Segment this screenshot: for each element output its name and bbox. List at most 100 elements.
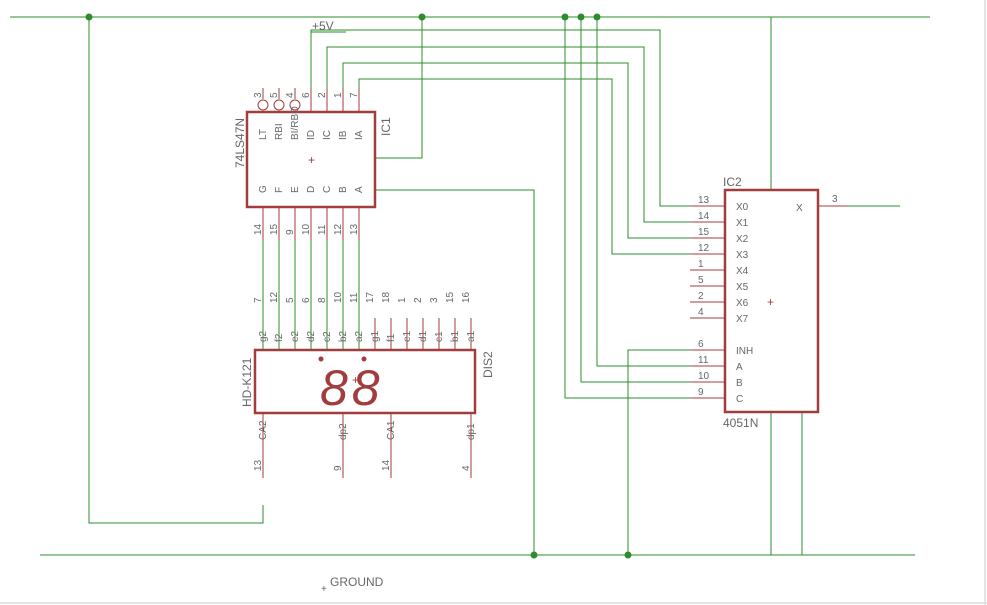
junction-dot [561, 13, 569, 21]
ic2-name: IC2 [723, 175, 742, 189]
dis2-pin-label: dp2 [338, 423, 349, 440]
dis2-pin-label: a1 [466, 330, 477, 342]
ic1-pin-label: B [338, 186, 349, 193]
inverter-bubble-icon [273, 99, 285, 111]
ground-origin-cross: + [321, 584, 327, 595]
ic1-74ls47[interactable]: 74LS47N IC1 + 3LT5RBI4BI/RBO6ID2IC1IB7IA… [233, 88, 393, 240]
wires [10, 16, 930, 556]
wire-inh-ground [627, 349, 695, 555]
dis2-pin-number: 18 [381, 291, 392, 303]
junction-dot [593, 13, 601, 21]
ic1-pin-number: 7 [349, 92, 360, 98]
ic2-pin-label: X6 [736, 298, 749, 309]
dis2-pin-number: 12 [269, 291, 280, 303]
dis2-pin-label: a2 [354, 330, 365, 342]
ic2-pin-label: X3 [736, 250, 749, 261]
dis2-pin-label: c1 [434, 331, 445, 342]
dis2-pin-number: 10 [333, 291, 344, 303]
ic2-pin-number: 10 [698, 371, 710, 382]
inverter-bubble-icon [289, 99, 301, 111]
decimal-point-1 [318, 356, 324, 362]
ic2-pin-number: 1 [698, 259, 704, 270]
ic1-pin-label: A [354, 186, 365, 193]
ic2-pin-number: 12 [698, 243, 710, 254]
ic2-pin-label: INH [736, 346, 753, 357]
ic2-value: 4051N [723, 416, 758, 430]
dis2-pin-number: 13 [253, 459, 264, 471]
dis2-pin-label: b1 [450, 330, 461, 342]
ic1-pin-label: F [274, 187, 285, 193]
ic1-pin-label: D [306, 186, 317, 193]
dis2-value: HD-K121 [240, 357, 254, 407]
dis2-top-pins: 7g212f25e26d28c210b211a217g118f11e12d13c… [253, 291, 477, 350]
ic2-origin-cross: + [767, 295, 774, 309]
ic1-pin-number: 10 [301, 223, 312, 235]
dis2-pin-label: b2 [338, 330, 349, 342]
ic2-pin-number: 2 [698, 291, 704, 302]
ic1-pin-label: BI/RBO [290, 106, 301, 140]
ic2-body [723, 188, 820, 414]
ic1-pin-label: LT [258, 129, 269, 140]
dis2-pin-label: f1 [386, 333, 397, 342]
ic2-pin-number: 6 [698, 339, 704, 350]
dis2-pin-label: d1 [418, 330, 429, 342]
decimal-point-2 [361, 356, 367, 362]
dis2-pin-number: 2 [413, 297, 424, 303]
ic1-name: IC1 [379, 117, 393, 136]
wire-vcc-c [564, 17, 695, 399]
ic2-pin-x-number: 3 [832, 194, 838, 205]
dis2-pin-label: dp1 [466, 423, 477, 440]
dis2-pin-number: 6 [301, 297, 312, 303]
ic1-pin-number: 5 [269, 92, 280, 98]
net-label-plus5v: +5V [312, 19, 334, 33]
dis2-pin-label: CA2 [258, 420, 269, 440]
dis2-pin-label: d2 [306, 330, 317, 342]
ic1-pin-number: 2 [317, 92, 328, 98]
ic2-pin-number: 13 [698, 195, 710, 206]
ic2-pin-label: X4 [736, 266, 749, 277]
dis2-hd-k121[interactable]: HD-K121 DIS2 88 + 7g212f25e26d28c210b211… [240, 291, 495, 478]
dis2-pin-label: c2 [322, 331, 333, 342]
junction-dot [624, 551, 632, 559]
seven-segment-display: 88 [320, 360, 384, 416]
ic2-pin-number: 5 [698, 275, 704, 286]
ic1-pin-number: 4 [285, 92, 296, 98]
ic2-pin-label: X1 [736, 218, 749, 229]
ic1-pin-number: 14 [253, 223, 264, 235]
dis2-pin-number: 9 [333, 465, 344, 471]
dis2-pin-number: 4 [461, 465, 472, 471]
ic2-pin-label: X2 [736, 234, 749, 245]
dis2-pin-number: 15 [445, 291, 456, 303]
wire-ic1-ia-vcc [375, 17, 423, 159]
dis2-pin-label: e1 [402, 330, 413, 342]
ic2-4051[interactable]: IC2 4051N + 13X014X115X212X31X45X52X64X7… [690, 175, 848, 430]
dis2-pin-number: 3 [429, 297, 440, 303]
wire-ic1-ia-x3 [358, 78, 695, 255]
ic2-pin-number: 9 [698, 387, 704, 398]
dis2-name: DIS2 [481, 351, 495, 378]
ic1-pin-number: 9 [285, 229, 296, 235]
wire-vcc-ca2 [88, 17, 264, 524]
dis2-pin-label: g2 [258, 330, 269, 342]
dis2-pin-number: 16 [461, 291, 472, 303]
dis2-pin-label: f2 [274, 333, 285, 342]
dis2-pin-number: 5 [285, 297, 296, 303]
wire-ic1-ic-x1 [326, 46, 695, 223]
ic2-pin-number: 4 [698, 307, 704, 318]
dis2-pin-number: 17 [365, 291, 376, 303]
ic2-pin-x-label: X [796, 203, 803, 214]
dis2-pin-number: 1 [397, 297, 408, 303]
ic1-pin-label: C [322, 186, 333, 193]
ic1-pin-label: E [290, 186, 301, 193]
junction-dot [85, 13, 93, 21]
ic1-value: 74LS47N [233, 118, 247, 168]
dis2-origin-cross: + [352, 373, 359, 387]
ic2-pin-label: X5 [736, 282, 749, 293]
ic1-pin-label: ID [306, 130, 317, 140]
ic2-pin-label: A [736, 362, 743, 373]
dis2-pin-number: 11 [349, 292, 360, 303]
ic2-pin-label: X0 [736, 202, 749, 213]
